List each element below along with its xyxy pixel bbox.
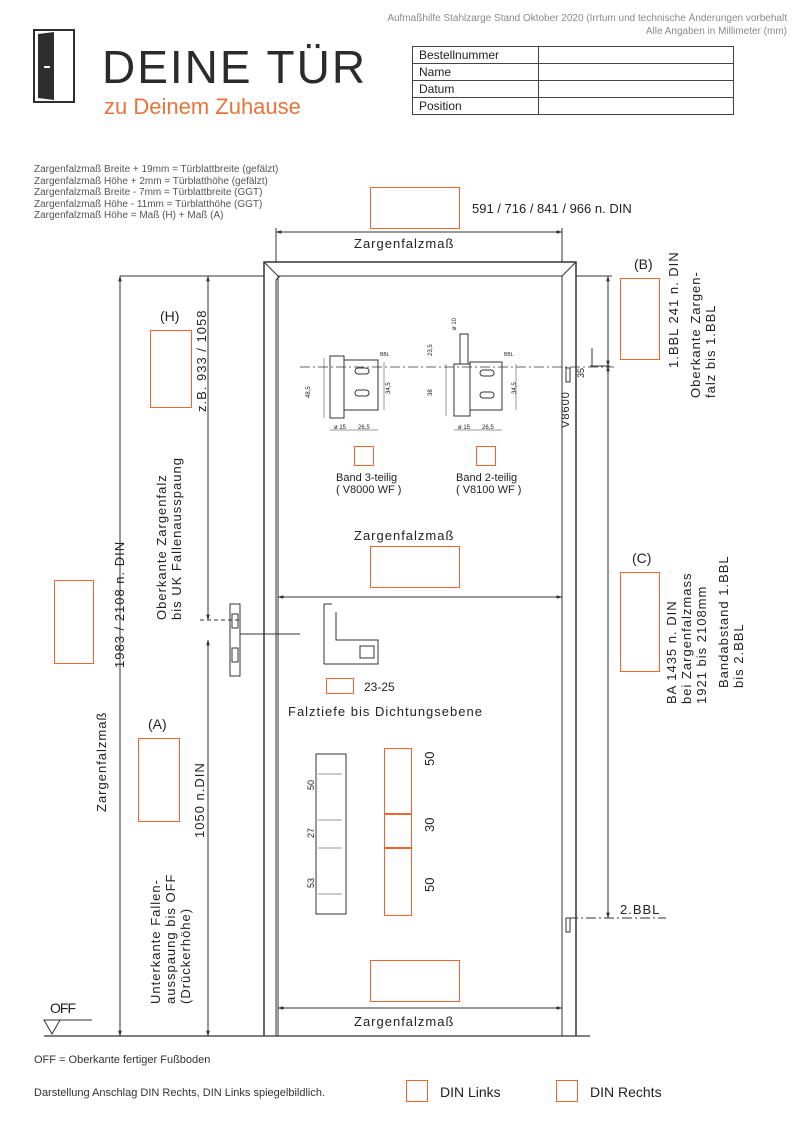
falztiefe-range: 23-25 <box>364 680 395 694</box>
b-input-box[interactable] <box>620 278 660 360</box>
a-description: Unterkante Fallen- ausspaung bis OFF (Dr… <box>148 874 193 1004</box>
hinge2-width: 26,5 <box>482 425 494 431</box>
position-field[interactable] <box>538 97 734 115</box>
c-desc-line: bis 2.BBL <box>731 623 746 688</box>
formula-line: Zargenfalzmaß Höhe = Maß (H) + Maß (A) <box>34 210 224 221</box>
width-input-box[interactable] <box>370 187 460 229</box>
din-rechts-label: DIN Rechts <box>590 1084 662 1100</box>
width-dimension-label: Zargenfalzmaß <box>354 236 455 251</box>
lock-right-30: 30 <box>422 817 437 832</box>
hinge2-dia: ø 15 <box>458 425 471 431</box>
order-row: Position <box>412 97 734 115</box>
c-label: (C) <box>632 550 652 566</box>
formula-line: Zargenfalzmaß Breite - 7mm = Türblattbre… <box>34 187 263 198</box>
c-desc-line: BA 1435 n. DIN <box>664 600 679 704</box>
lock-right-50b: 50 <box>422 877 437 892</box>
hinge2-bbl: BBL <box>504 352 514 358</box>
a-desc-line: Unterkante Fallen- <box>148 879 163 1004</box>
hinge2-name: Band 2-teilig ( V8100 WF ) <box>456 472 521 496</box>
hinge2-type: Band 2-teilig <box>456 472 518 484</box>
units-line: Alle Angaben in Millimeter (mm) <box>645 26 787 37</box>
h-label: (H) <box>160 308 180 324</box>
hinge1-checkbox[interactable] <box>354 446 374 466</box>
a-desc-line: ausspaung bis OFF <box>163 873 178 1004</box>
hinge1-bbl: BBL <box>380 352 390 358</box>
height-input-box[interactable] <box>54 580 94 664</box>
b-desc-line: falz bis 1.BBL <box>703 304 718 399</box>
v8600-label: V8600 <box>560 391 572 428</box>
c-description: BA 1435 n. DIN bei Zargenfalzmass 1921 b… <box>664 573 709 704</box>
formula-line: Zargenfalzmaß Breite + 19mm = Türblattbr… <box>34 164 279 175</box>
b-desc-line: Oberkante Zargen- <box>688 271 703 398</box>
bottom-width-label: Zargenfalzmaß <box>354 1014 455 1029</box>
lock-dim-50: 50 <box>306 779 316 790</box>
disclaimer-line: Aufmaßhilfe Stahlzarge Stand Oktober 202… <box>387 13 787 24</box>
off-label: OFF <box>50 1000 76 1016</box>
disclaimer-note: Aufmaßhilfe Stahlzarge Stand Oktober 202… <box>387 12 787 38</box>
brand-name: DEINE TÜR <box>102 41 368 93</box>
brand-tagline: zu Deinem Zuhause <box>104 94 301 119</box>
falztiefe-label: Falztiefe bis Dichtungsebene <box>288 704 483 719</box>
hinge1-name: Band 3-teilig ( V8000 WF ) <box>336 472 401 496</box>
a-label: (A) <box>148 716 167 732</box>
hinge1-model: ( V8000 WF ) <box>336 484 402 496</box>
hinge1-type: Band 3-teilig <box>336 472 398 484</box>
field-label: Bestellnummer <box>412 46 539 64</box>
order-form: Bestellnummer Name Datum Position <box>412 46 734 115</box>
height-din-label: 1983 / 2108 n. DIN <box>112 540 127 668</box>
lock-dim-53: 53 <box>306 877 316 888</box>
hinge2-checkbox[interactable] <box>476 446 496 466</box>
lock-dim-27: 27 <box>306 827 316 838</box>
din-links-checkbox[interactable] <box>406 1080 428 1102</box>
c-desc-line: bei Zargenfalzmass <box>679 572 694 704</box>
h-description: Oberkante Zargenfalz bis UK Fallenausspa… <box>154 457 184 620</box>
lock-mid-input-box[interactable] <box>384 814 412 848</box>
a-desc-line: (Drückerhöhe) <box>178 907 193 1004</box>
door-logo-icon <box>33 29 75 103</box>
c-desc-line: Bandabstand 1.BBL <box>716 555 731 688</box>
c-distance: Bandabstand 1.BBL bis 2.BBL <box>716 555 746 688</box>
c-input-box[interactable] <box>620 572 660 672</box>
a-din: 1050 n.DIN <box>192 762 207 838</box>
formula-line: Zargenfalzmaß Höhe - 11mm = Türblatthöhe… <box>34 198 263 210</box>
b-description: Oberkante Zargen- falz bis 1.BBL <box>688 271 718 398</box>
height-dimension-label: Zargenfalzmaß <box>94 711 109 812</box>
hinge1-height2: 34,5 <box>386 382 392 394</box>
a-input-box[interactable] <box>138 738 180 822</box>
hinge2-h2: 38 <box>428 389 434 396</box>
hinge1-dia: ø 15 <box>334 425 347 431</box>
c-desc-line: 1921 bis 2108mm <box>694 585 709 704</box>
formula-line: Zargenfalzmaß Höhe + 2mm = Türblatthöhe … <box>34 175 268 187</box>
falztiefe-input-box[interactable] <box>326 678 354 694</box>
hinge1-height: 48,5 <box>306 386 312 398</box>
bbl2-label: 2.BBL <box>620 902 661 917</box>
h-example: z.B. 933 / 1058 <box>194 309 209 412</box>
mid-width-label: Zargenfalzmaß <box>354 528 455 543</box>
lock-right-50a: 50 <box>422 751 437 766</box>
h-desc-line: Oberkante Zargenfalz <box>154 474 169 620</box>
hinge1-width: 26,5 <box>358 425 370 431</box>
off-definition: OFF = Oberkante fertiger Fußboden <box>34 1054 211 1066</box>
h-input-box[interactable] <box>150 330 192 408</box>
hinge2-h1: 23,5 <box>428 344 434 356</box>
hinge2-model: ( V8100 WF ) <box>456 484 522 496</box>
lock-top-input-box[interactable] <box>384 748 412 814</box>
bottom-width-input-box[interactable] <box>370 960 460 1002</box>
b-label: (B) <box>634 256 653 272</box>
anschlag-note: Darstellung Anschlag DIN Rechts, DIN Lin… <box>34 1087 326 1099</box>
field-label: Position <box>412 97 539 115</box>
b-35: 35 <box>576 367 586 378</box>
hinge2-top: ø 10 <box>452 317 458 330</box>
order-row: Bestellnummer <box>412 46 734 64</box>
b-description-1: 1.BBL 241 n. DIN <box>666 251 681 368</box>
mid-width-input-box[interactable] <box>370 546 460 588</box>
width-hint: 591 / 716 / 841 / 966 n. DIN <box>472 201 632 216</box>
h-desc-line: bis UK Fallenausspaung <box>169 457 184 620</box>
lock-bottom-input-box[interactable] <box>384 848 412 916</box>
hinge2-h3: 34,5 <box>512 382 518 394</box>
formula-list: Zargenfalzmaß Breite + 19mm = Türblattbr… <box>34 164 278 222</box>
din-rechts-checkbox[interactable] <box>556 1080 578 1102</box>
din-links-label: DIN Links <box>440 1084 501 1100</box>
